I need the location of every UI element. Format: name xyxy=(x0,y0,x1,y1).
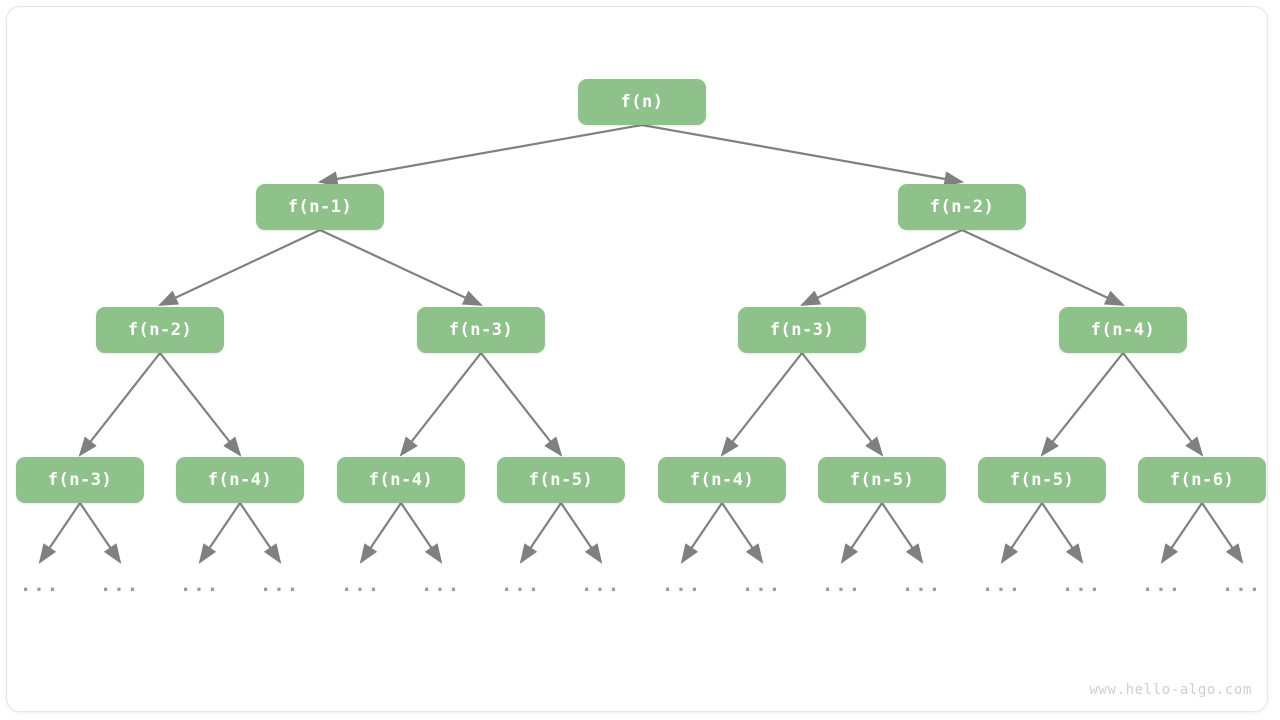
tree-node: f(n-2) xyxy=(898,184,1026,230)
ellipsis-marker: ... xyxy=(821,574,863,596)
tree-node: f(n-6) xyxy=(1138,457,1266,503)
tree-node: f(n-2) xyxy=(96,307,224,353)
ellipsis-marker: ... xyxy=(1221,574,1263,596)
tree-node: f(n-1) xyxy=(256,184,384,230)
tree-node: f(n-4) xyxy=(176,457,304,503)
tree-node: f(n-5) xyxy=(497,457,625,503)
ellipsis-marker: ... xyxy=(420,574,462,596)
tree-node: f(n-4) xyxy=(658,457,786,503)
ellipsis-marker: ... xyxy=(19,574,61,596)
ellipsis-marker: ... xyxy=(661,574,703,596)
ellipsis-marker: ... xyxy=(901,574,943,596)
tree-node: f(n-5) xyxy=(818,457,946,503)
tree-node: f(n-4) xyxy=(337,457,465,503)
ellipsis-marker: ... xyxy=(741,574,783,596)
tree-node: f(n-3) xyxy=(417,307,545,353)
ellipsis-marker: ... xyxy=(1061,574,1103,596)
ellipsis-marker: ... xyxy=(981,574,1023,596)
tree-node: f(n) xyxy=(578,79,706,125)
tree-node: f(n-5) xyxy=(978,457,1106,503)
ellipsis-marker: ... xyxy=(179,574,221,596)
ellipsis-marker: ... xyxy=(340,574,382,596)
watermark: www.hello-algo.com xyxy=(1089,682,1252,698)
tree-node: f(n-3) xyxy=(16,457,144,503)
ellipsis-marker: ... xyxy=(580,574,622,596)
ellipsis-marker: ... xyxy=(1141,574,1183,596)
tree-node: f(n-3) xyxy=(738,307,866,353)
ellipsis-marker: ... xyxy=(500,574,542,596)
ellipsis-marker: ... xyxy=(259,574,301,596)
tree-node: f(n-4) xyxy=(1059,307,1187,353)
ellipsis-marker: ... xyxy=(99,574,141,596)
